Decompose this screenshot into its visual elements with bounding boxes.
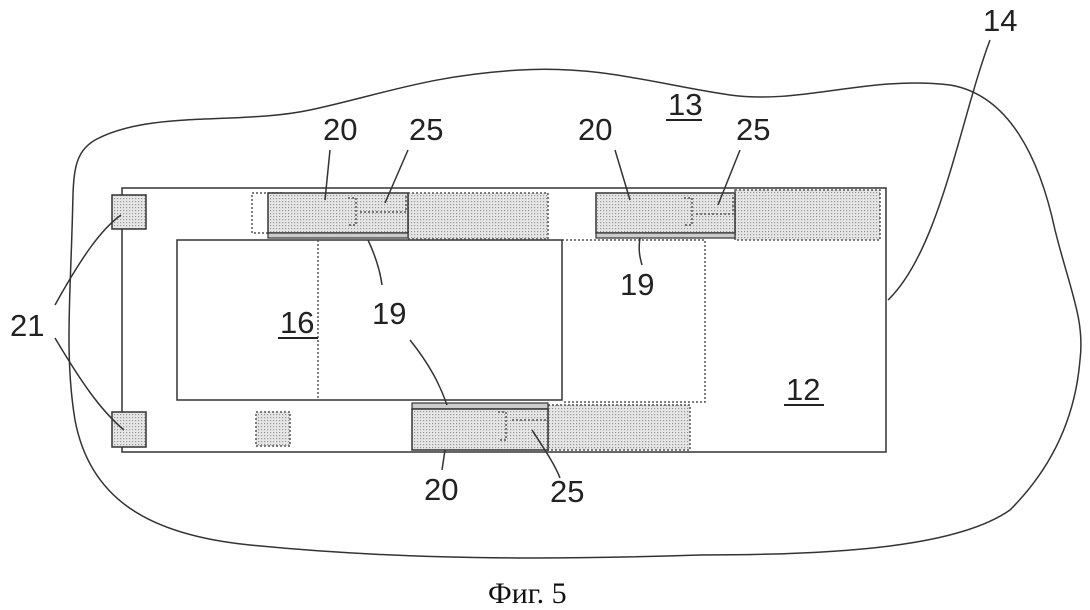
label-25-bottom: 25: [550, 474, 584, 509]
label-25-top-left: 25: [409, 112, 443, 147]
strip-19-top-right: [596, 233, 735, 238]
strip-19-bottom: [412, 403, 548, 409]
pad-21-top: [112, 195, 146, 229]
figure-caption: Фиг. 5: [488, 577, 567, 610]
label-16: 16: [280, 305, 314, 340]
block-20-bottom: [412, 409, 548, 450]
dotted-region: [562, 240, 705, 402]
label-12: 12: [786, 372, 820, 407]
pad-21-bottom: [112, 412, 146, 447]
label-21: 21: [10, 308, 44, 343]
dotted-shaded-area: [735, 190, 880, 240]
dotted-shaded-area: [408, 193, 548, 239]
dotted-shaded-area: [548, 405, 690, 450]
block-20-top-right: [596, 193, 735, 233]
label-25-top-right: 25: [736, 112, 770, 147]
label-20-bottom: 20: [424, 472, 458, 507]
label-19-top-left: 19: [372, 296, 406, 331]
dotted-pad: [256, 412, 290, 446]
label-14: 14: [983, 3, 1017, 38]
label-19-top-right: 19: [620, 267, 654, 302]
strip-19-top-left: [268, 233, 408, 238]
label-20-top-right: 20: [578, 112, 612, 147]
label-13: 13: [668, 87, 702, 122]
component-16: [177, 240, 562, 400]
label-20-top-left: 20: [323, 112, 357, 147]
